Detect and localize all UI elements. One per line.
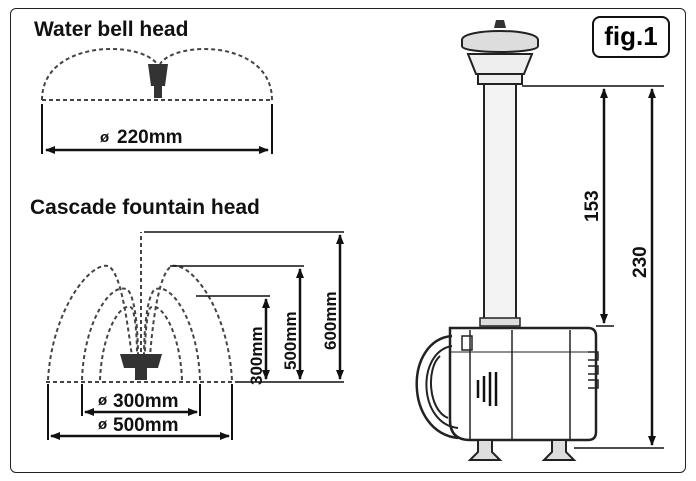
cascade-spray-outer-left xyxy=(47,264,133,381)
cascade-outer-diameter-label: 500mm xyxy=(113,415,179,436)
water-bell-nozzle xyxy=(148,64,168,86)
water-bell-diameter-symbol: ø xyxy=(100,129,110,146)
water-bell-diameter-label: 220mm xyxy=(117,127,183,148)
cascade-inner-diameter-label: 300mm xyxy=(113,391,179,412)
pump-dim-153-label: 153 xyxy=(582,190,603,222)
cascade-outer-diameter-symbol: ø xyxy=(98,416,108,433)
cascade-height-500-label: 500mm xyxy=(281,311,300,370)
pump-intake-cage xyxy=(415,334,459,440)
cascade-spray-inner-left xyxy=(99,305,138,381)
pump-illustration: 153 230 xyxy=(415,20,664,461)
cascade-title: Cascade fountain head xyxy=(30,196,260,219)
water-bell-spray-left xyxy=(41,48,158,101)
pump-foot-right xyxy=(541,439,577,461)
figure-label: fig.1 xyxy=(592,16,670,58)
water-bell-title: Water bell head xyxy=(34,18,189,41)
cascade-spray-outer-right xyxy=(149,264,233,381)
water-bell-spray-right xyxy=(159,48,273,101)
cascade-spray-inner-right xyxy=(144,305,183,381)
pump-foot-left xyxy=(467,439,503,461)
pump-grille xyxy=(476,372,498,406)
cascade-height-600-label: 600mm xyxy=(321,291,340,350)
cascade-inner-diameter-symbol: ø xyxy=(98,392,108,409)
cascade-nozzle xyxy=(120,354,162,368)
pump-riser-tube xyxy=(483,83,517,323)
cascade-height-300-label: 300mm xyxy=(247,326,266,385)
figure-frame xyxy=(10,8,686,473)
water-bell-illustration: ø 220mm xyxy=(41,48,273,154)
pump-head-cap xyxy=(494,20,506,28)
pump-body xyxy=(448,326,598,442)
cascade-spray-mid-right xyxy=(143,287,201,381)
pump-dim-230-label: 230 xyxy=(630,246,651,278)
cascade-illustration: 300mm 500mm 600mm ø 300mm ø 500mm xyxy=(46,231,344,440)
cascade-spray-mid-left xyxy=(81,287,139,381)
